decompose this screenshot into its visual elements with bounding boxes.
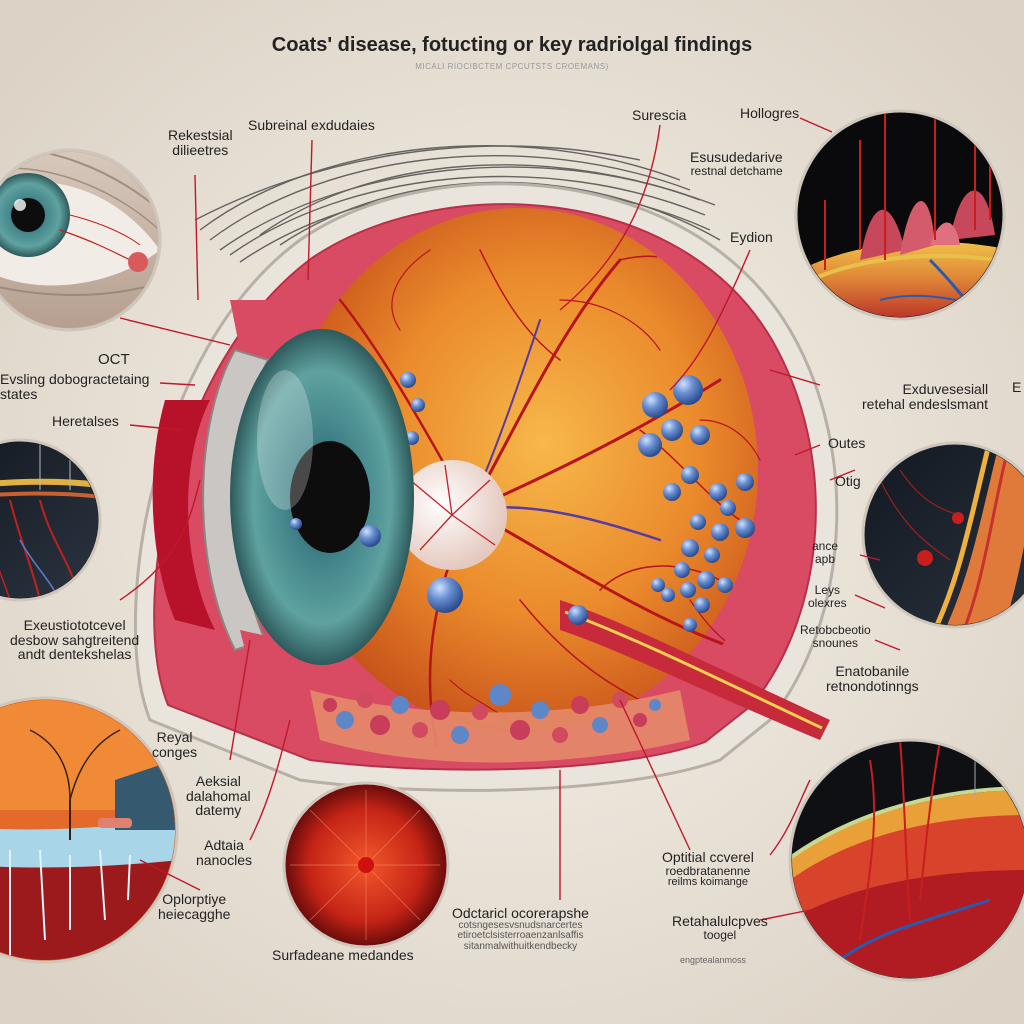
label-aeksial-line1: Aeksial: [195, 773, 241, 789]
label-odctaricl-line3: etiroetclsisterroaenzanlsaffis: [457, 930, 584, 942]
label-optitial-line2: roedbratanenne: [665, 863, 751, 878]
label-odctaricl-line4: sitanmalwithuitkendbecky: [463, 940, 578, 952]
label-rekestsial-line2: dilieetres: [172, 141, 229, 158]
label-exudative-detachment: Esusudedarive restnal detchame: [690, 150, 783, 177]
exudate-bubbles: [400, 372, 755, 632]
label-oplorptiye-line2: heiecagghe: [158, 905, 231, 922]
histology-panel-bottom: [792, 742, 1024, 978]
oct-panel-right: [865, 445, 1024, 625]
label-evsling-line2: states: [0, 385, 38, 402]
disc-vessels: [409, 464, 496, 551]
label-e-edge: E: [1012, 379, 1022, 395]
label-enatobanile: Enatobanile retnondotinngs: [826, 664, 919, 693]
label-retahalulcpves: Retahalulcpves toogel: [672, 914, 768, 941]
label-exdueses-line1: Exduvesesiall: [902, 381, 989, 397]
label-exeus-line3: andt dentekshelas: [17, 646, 132, 663]
label-oplorptiye-line1: Oplorptiye: [162, 891, 227, 907]
label-eydion: Eydion: [730, 229, 773, 245]
eyelash-strands: [194, 145, 721, 263]
label-otig: Otig: [835, 473, 861, 489]
label-rekestsial-line1: Rekestsial: [168, 127, 233, 143]
label-adtaia: Adtaia nanocles: [196, 838, 252, 867]
label-evsling-line1: Evsling dobogractetaing: [0, 371, 150, 387]
label-reyal-line1: Reyal: [156, 729, 193, 745]
label-odctaricl-line1: Odctaricl ocorerapshe: [452, 905, 589, 921]
fundus-icon: [286, 785, 446, 945]
label-oct: OCT: [98, 351, 130, 368]
label-esusud-line1: Esusudedarive: [690, 149, 783, 165]
label-enato-line1: Enatobanile: [835, 663, 910, 679]
external-eye-icon: [0, 152, 158, 328]
label-heretalses: Heretalses: [52, 413, 119, 429]
label-reyal-conges: Reyal conges: [152, 730, 197, 759]
label-surfadeane: Surfadeane medandes: [272, 947, 414, 963]
label-enato-line2: retnondotinngs: [826, 677, 919, 694]
label-rekestsial: Rekestsial dilieetres: [168, 128, 233, 157]
label-aeksial: Aeksial dalahomal datemy: [186, 774, 251, 818]
label-hollogres: Hollogres: [740, 105, 800, 121]
label-odctaricl: Odctaricl ocorerapshe cotsngesesvsnudsna…: [452, 906, 589, 952]
label-exeus-line1: Exeustiototcevel: [23, 617, 126, 633]
label-aeksial-line3: datemy: [195, 802, 242, 819]
label-evsling: Evsling dobogractetaing states: [0, 372, 149, 401]
label-retahal-line2: toogel: [703, 927, 737, 942]
label-reyal-line2: conges: [152, 743, 198, 760]
page-title: Coats' disease, fotucting or key radriol…: [271, 34, 753, 56]
label-exudative-enlargement: Exduvesesiall retehal endeslsmant: [862, 382, 988, 411]
label-adtaia-line1: Adtaia: [204, 837, 244, 853]
label-optitial: Optitial ccverel roedbratanenne reilms k…: [662, 850, 754, 889]
label-exeus-line2: desbow sahgtreitend: [10, 631, 140, 648]
label-retoc-line2: snounes: [812, 635, 859, 650]
label-retoc-line1: Retobcbeotio: [800, 623, 871, 637]
label-optitial-line3: reilms koimange: [667, 876, 748, 889]
label-retahal-line1: Retahalulcpves: [672, 913, 768, 929]
label-subretinal-exudates: Subreinal exdudaies: [248, 117, 375, 133]
label-leys: Leys olexres: [808, 584, 847, 609]
label-oplorptiye: Oplorptiye heiecagghe: [158, 892, 230, 921]
label-retobcbeotio: Retobcbeotio snounes: [800, 624, 871, 649]
label-exeustiototcevel: Exeustiototcevel desbow sahgtreitend and…: [10, 618, 139, 662]
label-aeksial-line2: dalahomal: [186, 787, 251, 804]
label-engptealanmoss: engptealanmoss: [680, 955, 747, 965]
label-leys-line2: olexres: [808, 595, 847, 610]
label-adtaia-line2: nanocles: [196, 851, 253, 868]
label-surescia: Surescia: [632, 107, 687, 123]
leader-lines: [119, 117, 901, 921]
label-ance-line1: ance: [812, 539, 839, 553]
label-optitial-line1: Optitial ccverel: [662, 849, 754, 865]
label-outes: Outes: [828, 435, 866, 451]
label-esusud-line2: restnal detchame: [690, 163, 783, 178]
label-ance-line2: apb: [815, 551, 836, 566]
page-subtitle: MICALI RIOCIBCTEM CPCUTSTS CROEMANS): [415, 62, 609, 71]
exudate-deposits: [323, 684, 661, 744]
label-ance: ance apb: [812, 540, 838, 565]
label-exdueses-line2: retehal endeslsmant: [862, 395, 989, 412]
label-odctaricl-line2: cotsngesesvsnudsnarcertes: [458, 919, 583, 931]
label-leys-line1: Leys: [814, 583, 841, 597]
